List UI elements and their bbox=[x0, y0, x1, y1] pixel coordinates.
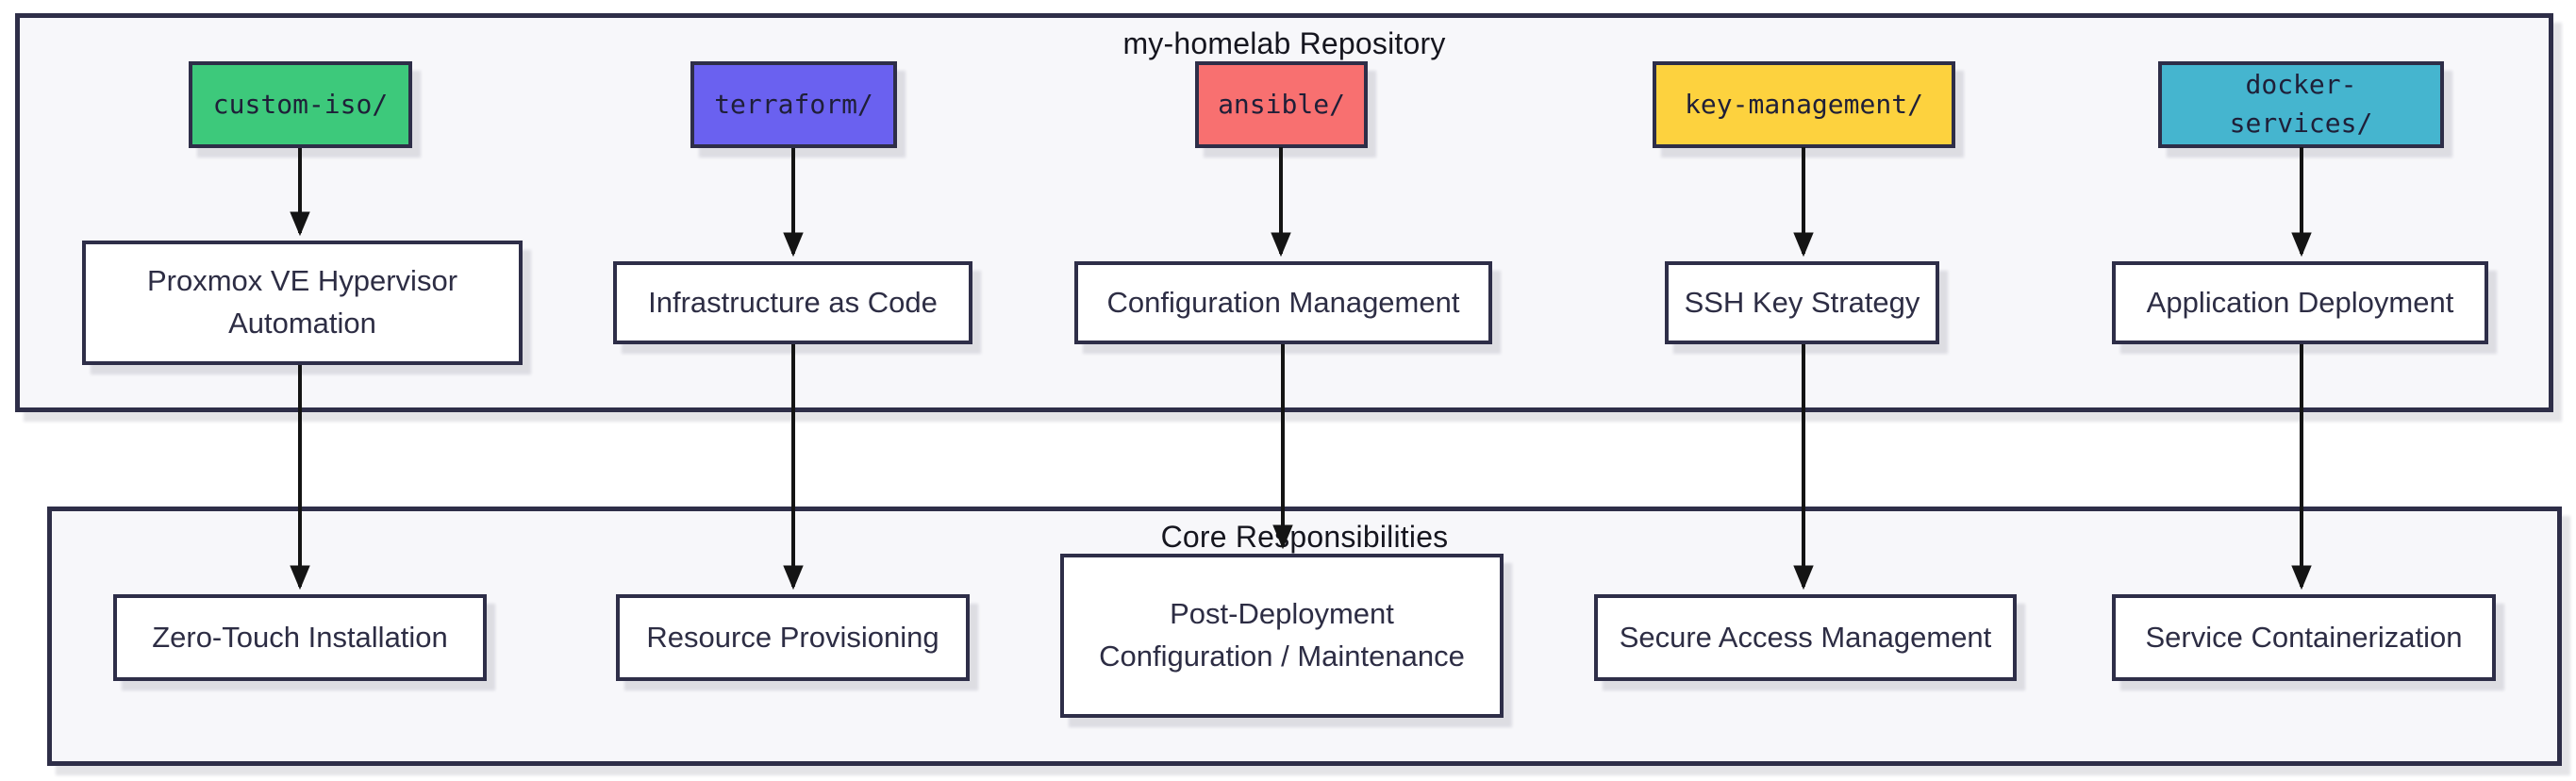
node-custom-iso: custom-iso/ bbox=[189, 61, 412, 148]
node-post-deployment-maintenance-label: Post-Deployment Configuration / Maintena… bbox=[1099, 597, 1465, 673]
node-custom-iso-label: custom-iso/ bbox=[212, 88, 389, 120]
node-configuration-management: Configuration Management bbox=[1074, 261, 1492, 344]
node-ansible-label: ansible/ bbox=[1218, 88, 1345, 120]
node-application-deployment: Application Deployment bbox=[2112, 261, 2488, 344]
node-post-deployment-maintenance: Post-Deployment Configuration / Maintena… bbox=[1060, 554, 1504, 718]
node-ssh-key-strategy: SSH Key Strategy bbox=[1665, 261, 1939, 344]
node-ssh-key-strategy-label: SSH Key Strategy bbox=[1684, 285, 1920, 319]
node-service-containerization: Service Containerization bbox=[2112, 594, 2496, 681]
node-ansible: ansible/ bbox=[1195, 61, 1368, 148]
node-secure-access-management-label: Secure Access Management bbox=[1619, 620, 1992, 654]
group-core-responsibilities-title: Core Responsibilities bbox=[1160, 520, 1449, 554]
node-proxmox-automation-label: Proxmox VE Hypervisor Automation bbox=[146, 264, 458, 340]
node-zero-touch-installation: Zero-Touch Installation bbox=[113, 594, 487, 681]
node-key-management: key-management/ bbox=[1653, 61, 1955, 148]
node-proxmox-automation: Proxmox VE Hypervisor Automation bbox=[82, 241, 523, 365]
node-infrastructure-as-code: Infrastructure as Code bbox=[613, 261, 972, 344]
node-secure-access-management: Secure Access Management bbox=[1594, 594, 2017, 681]
node-configuration-management-label: Configuration Management bbox=[1106, 285, 1460, 319]
node-terraform-label: terraform/ bbox=[714, 88, 873, 120]
node-key-management-label: key-management/ bbox=[1685, 88, 1923, 120]
node-service-containerization-label: Service Containerization bbox=[2145, 620, 2463, 654]
node-application-deployment-label: Application Deployment bbox=[2146, 285, 2454, 319]
node-resource-provisioning: Resource Provisioning bbox=[616, 594, 970, 681]
node-infrastructure-as-code-label: Infrastructure as Code bbox=[648, 285, 938, 319]
node-docker-services-label: docker-services/ bbox=[2229, 69, 2373, 139]
group-repository-title: my-homelab Repository bbox=[1122, 26, 1446, 60]
node-resource-provisioning-label: Resource Provisioning bbox=[646, 620, 939, 654]
node-terraform: terraform/ bbox=[690, 61, 897, 148]
node-zero-touch-installation-label: Zero-Touch Installation bbox=[152, 620, 448, 654]
node-docker-services: docker-services/ bbox=[2158, 61, 2444, 148]
